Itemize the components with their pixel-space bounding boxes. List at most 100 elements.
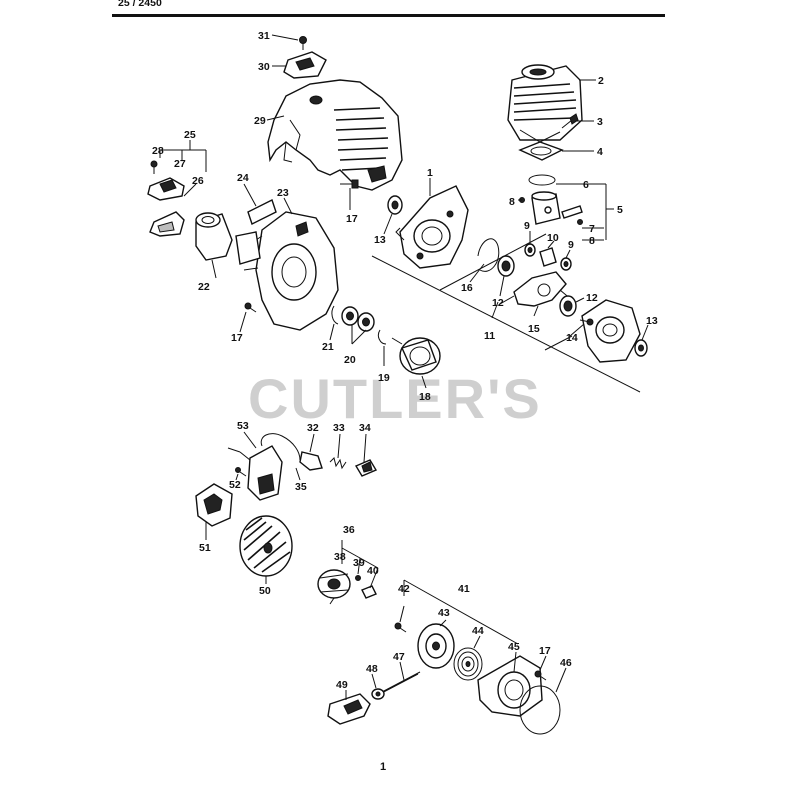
oil-seal-left-part bbox=[387, 195, 403, 215]
callout-45: 45 bbox=[508, 641, 520, 653]
callout-17a: 17 bbox=[346, 213, 358, 225]
spark-plug-part bbox=[354, 459, 378, 477]
clutch-spring-part bbox=[361, 585, 377, 599]
callout-7: 7 bbox=[589, 223, 595, 235]
callout-38: 38 bbox=[334, 551, 346, 563]
callout-33: 33 bbox=[333, 422, 345, 434]
callout-27: 27 bbox=[174, 158, 186, 170]
clip-ring-part bbox=[377, 329, 387, 345]
callout-24: 24 bbox=[237, 172, 249, 184]
watermark-text: CUTLER'S bbox=[248, 367, 542, 430]
throttle-cover-part bbox=[147, 177, 185, 201]
callout-6: 6 bbox=[583, 179, 589, 191]
callout-43: 43 bbox=[438, 607, 450, 619]
spark-cap-part bbox=[299, 451, 323, 471]
callout-15: 15 bbox=[528, 323, 540, 335]
needle-bearing-parts bbox=[524, 243, 572, 271]
callout-22: 22 bbox=[198, 281, 210, 293]
engine-cover-part bbox=[267, 79, 403, 191]
callout-53: 53 bbox=[237, 420, 249, 432]
callout-19: 19 bbox=[378, 372, 390, 384]
page-number: 1 bbox=[380, 761, 386, 773]
clutch-shoe-part bbox=[317, 569, 351, 599]
callout-44: 44 bbox=[472, 625, 484, 637]
callout-labels: 31 30 29 2 3 4 25 28 27 26 24 23 17 1 6 … bbox=[152, 30, 658, 691]
callout-50: 50 bbox=[259, 585, 271, 597]
callout-25: 25 bbox=[184, 129, 196, 141]
callout-8a: 8 bbox=[509, 196, 515, 208]
callout-26: 26 bbox=[192, 175, 204, 187]
flywheel-part bbox=[239, 515, 293, 577]
crankcase-right-part bbox=[579, 299, 641, 363]
starter-bolt-part bbox=[534, 670, 547, 681]
clutch-housing-part bbox=[195, 212, 233, 261]
callout-9b: 9 bbox=[568, 239, 574, 251]
callout-13a: 13 bbox=[374, 234, 386, 246]
throttle-screw-part bbox=[150, 160, 158, 174]
callout-47: 47 bbox=[393, 651, 405, 663]
callout-9a: 9 bbox=[524, 220, 530, 232]
callout-28: 28 bbox=[152, 145, 164, 157]
callout-23: 23 bbox=[277, 187, 289, 199]
callout-1: 1 bbox=[427, 167, 433, 179]
case-gasket-part bbox=[477, 238, 500, 272]
crankcase-half-part bbox=[395, 185, 469, 269]
ignition-coil-part bbox=[227, 433, 301, 501]
main-bearing-right-part bbox=[559, 295, 577, 317]
callout-35: 35 bbox=[295, 481, 307, 493]
callout-2: 2 bbox=[598, 75, 604, 87]
piston-pin-part bbox=[561, 205, 583, 219]
callout-40: 40 bbox=[367, 565, 379, 577]
case-bolt-part bbox=[340, 179, 359, 189]
cylinder-part bbox=[507, 64, 583, 143]
coil-screw-part bbox=[235, 467, 247, 477]
cylinder-gasket-part bbox=[518, 141, 564, 161]
starter-handle-part bbox=[327, 693, 371, 725]
starter-screw-part bbox=[394, 622, 407, 633]
spark-spring-part bbox=[329, 457, 347, 470]
rope-guide-part bbox=[371, 688, 385, 700]
callout-13b: 13 bbox=[646, 315, 658, 327]
callout-8b: 8 bbox=[589, 235, 595, 247]
callout-16: 16 bbox=[461, 282, 473, 294]
callout-48: 48 bbox=[366, 663, 378, 675]
callout-17b: 17 bbox=[231, 332, 243, 344]
bearing-pair-part bbox=[341, 306, 375, 332]
callout-29: 29 bbox=[254, 115, 266, 127]
oil-seal-right-part bbox=[634, 339, 648, 357]
callout-52: 52 bbox=[229, 479, 241, 491]
starter-case-part bbox=[477, 655, 543, 717]
callout-30: 30 bbox=[258, 61, 270, 73]
callout-34: 34 bbox=[359, 422, 371, 434]
callout-12a: 12 bbox=[492, 297, 504, 309]
callout-39: 39 bbox=[353, 557, 365, 569]
callout-4: 4 bbox=[597, 146, 603, 158]
callout-17c: 17 bbox=[539, 645, 551, 657]
piston-part bbox=[531, 191, 561, 225]
fan-housing-part bbox=[235, 211, 339, 331]
snap-ring-part bbox=[331, 305, 339, 325]
callout-20: 20 bbox=[344, 354, 356, 366]
callout-11: 11 bbox=[484, 330, 495, 342]
clutch-washer-part bbox=[355, 575, 361, 581]
piston-ring-part bbox=[528, 174, 556, 186]
header-title: 25 / 2450 bbox=[118, 0, 162, 9]
callout-36: 36 bbox=[343, 524, 355, 536]
callout-12b: 12 bbox=[586, 292, 598, 304]
cover-knob-part bbox=[283, 51, 327, 79]
callout-14: 14 bbox=[566, 332, 578, 344]
callout-3: 3 bbox=[597, 116, 603, 128]
callout-5: 5 bbox=[617, 204, 623, 216]
ignition-module-part bbox=[195, 483, 233, 527]
cylinder-bolt-part bbox=[561, 113, 579, 129]
starter-cover-ring-part bbox=[519, 685, 561, 735]
housing-bolt-part bbox=[244, 302, 257, 313]
starter-pulley-part bbox=[417, 623, 455, 669]
starter-rope-part bbox=[379, 671, 421, 695]
callout-51: 51 bbox=[199, 542, 211, 554]
label-plate-part bbox=[247, 199, 277, 225]
callout-10: 10 bbox=[547, 232, 559, 244]
leader-lines bbox=[159, 34, 649, 700]
